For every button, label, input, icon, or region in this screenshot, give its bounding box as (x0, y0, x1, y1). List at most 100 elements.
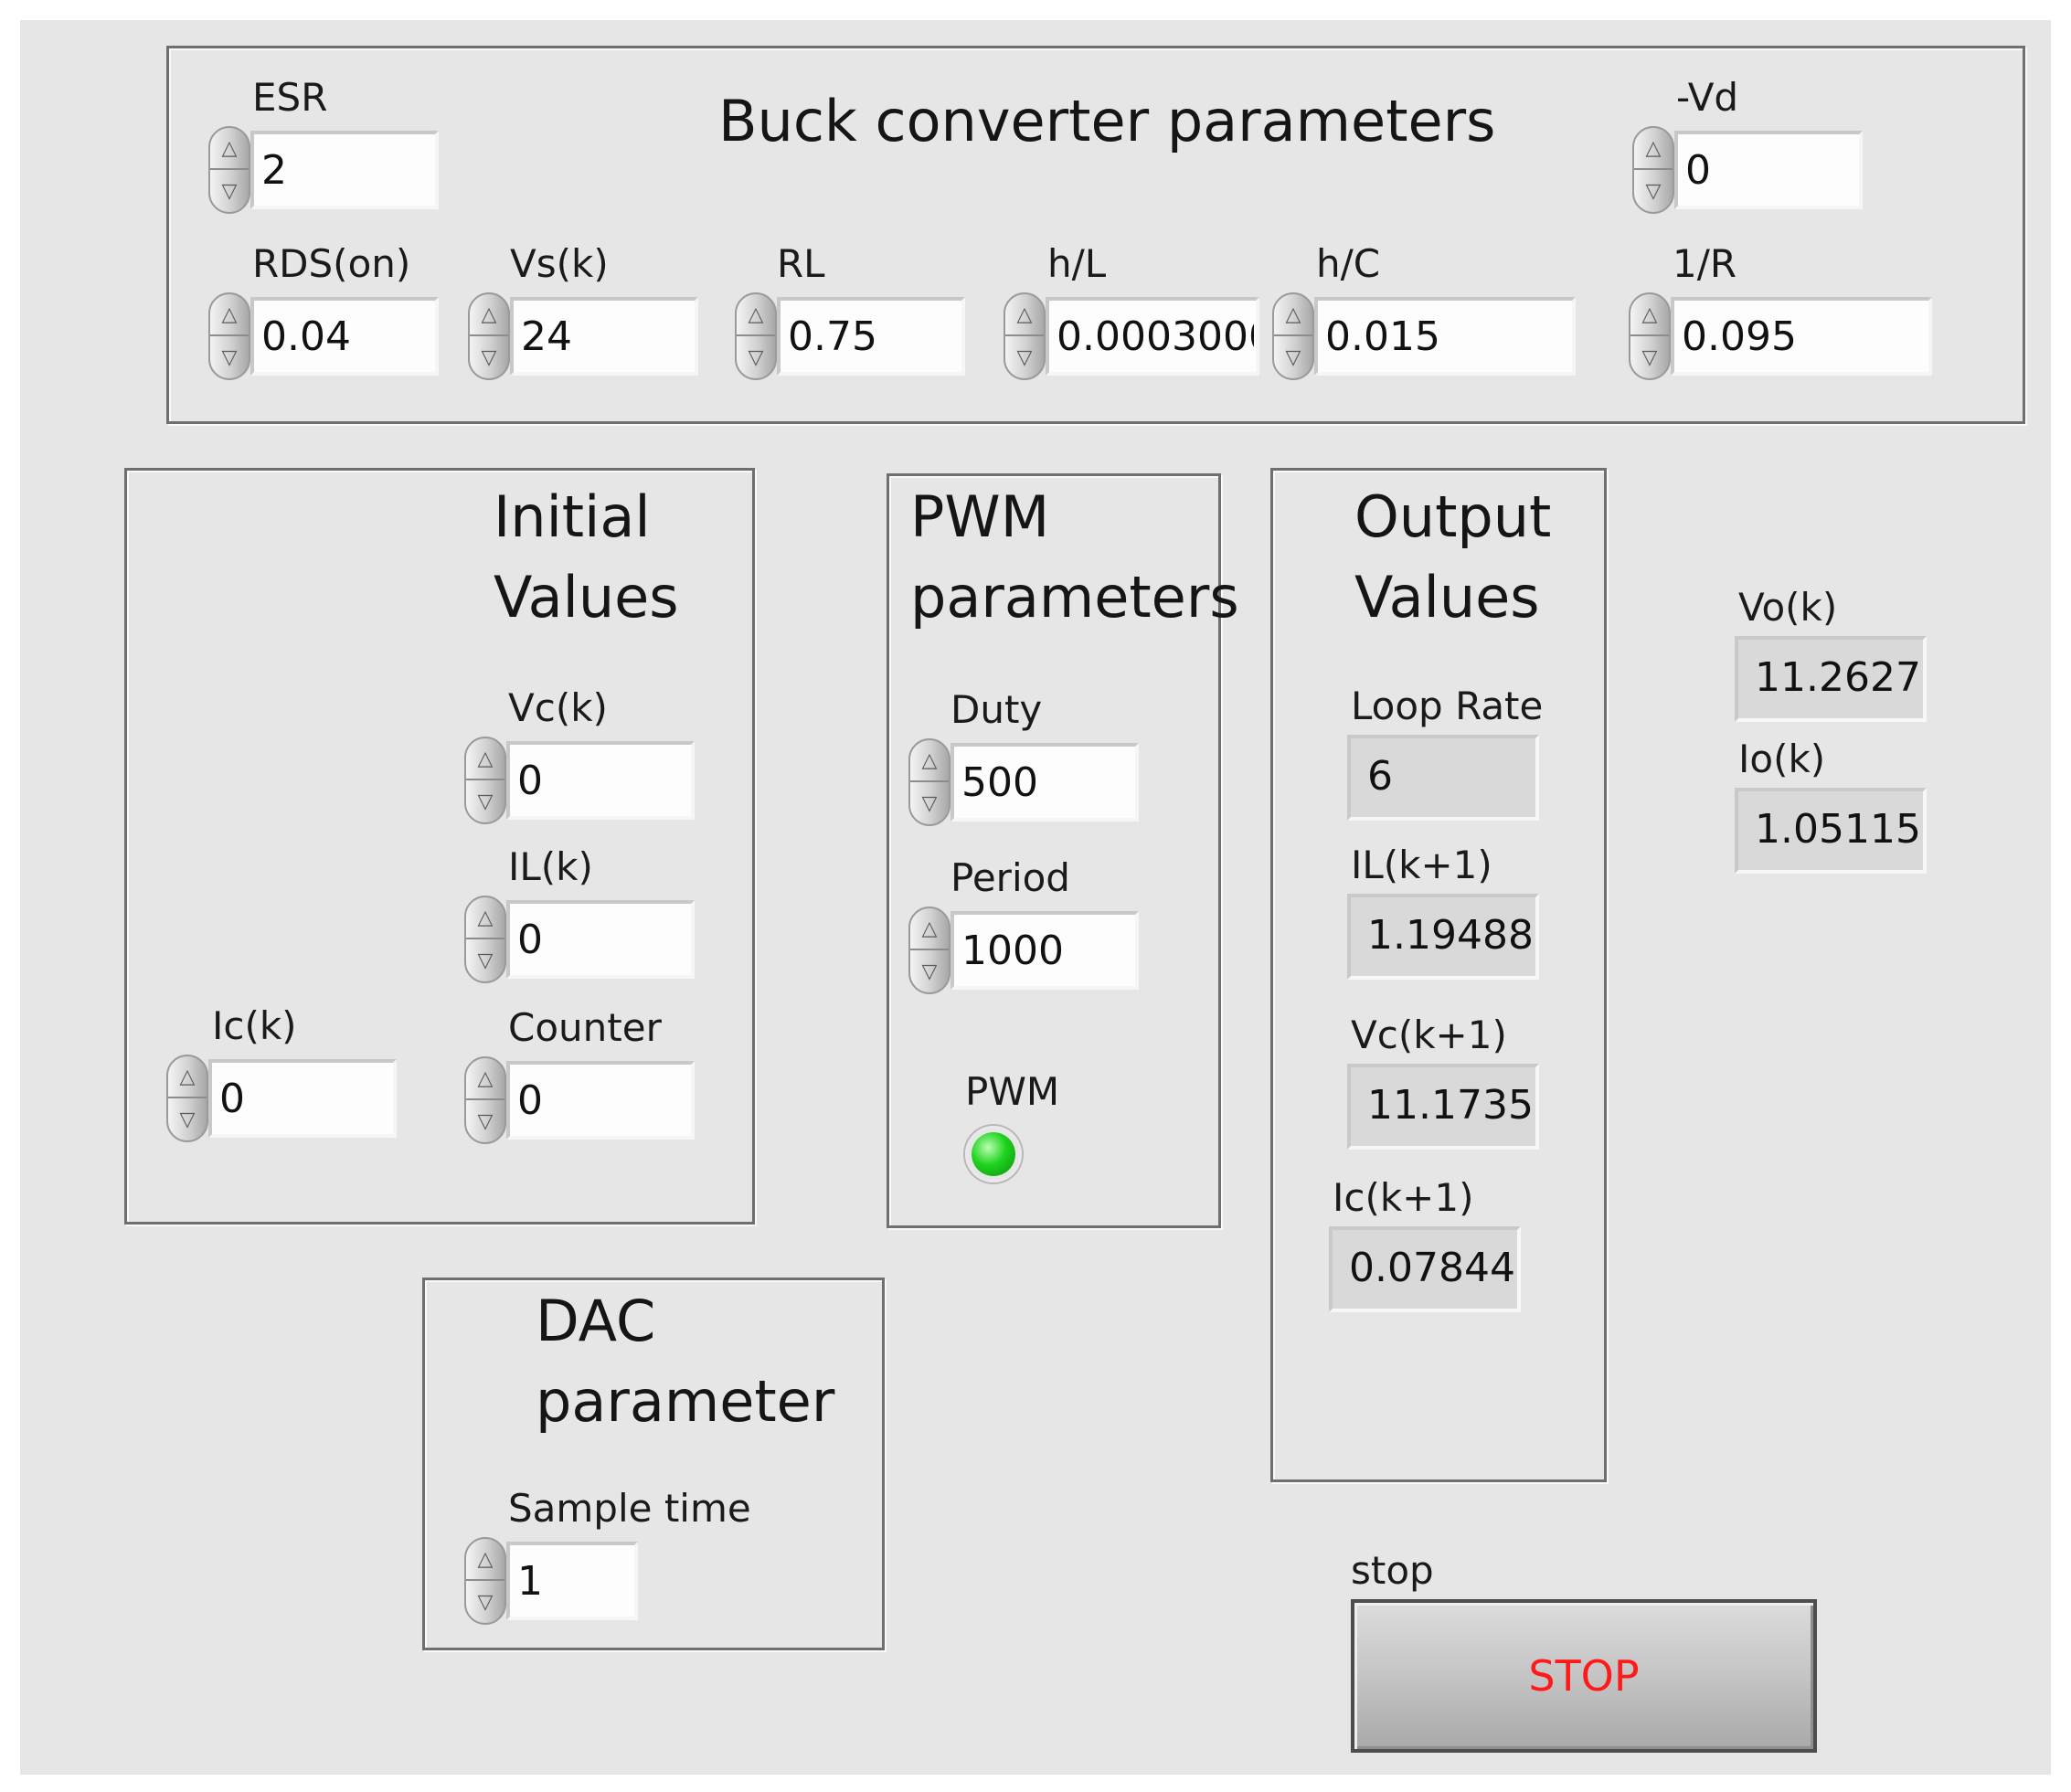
esr-input[interactable] (250, 131, 439, 209)
rds-on-control: △ ▽ (208, 292, 439, 380)
h-over-l-label: h/L (1047, 241, 1107, 286)
vc-k-control: △ ▽ (464, 737, 695, 824)
counter-spinner[interactable]: △ ▽ (464, 1056, 506, 1144)
duty-spinner[interactable]: △ ▽ (908, 738, 951, 826)
increment-arrow-icon[interactable]: △ (210, 128, 249, 170)
increment-arrow-icon[interactable]: △ (168, 1056, 207, 1098)
period-input[interactable] (951, 911, 1139, 990)
decrement-arrow-icon[interactable]: ▽ (477, 1590, 494, 1614)
rl-label: RL (777, 241, 825, 286)
decrement-arrow-icon[interactable]: ▽ (221, 179, 238, 203)
h-over-c-input[interactable] (1314, 297, 1576, 376)
increment-arrow-icon[interactable]: △ (210, 294, 249, 336)
decrement-arrow-icon[interactable]: ▽ (921, 791, 938, 815)
increment-arrow-icon[interactable]: △ (737, 294, 775, 336)
il-k-input[interactable] (506, 900, 695, 979)
increment-arrow-icon[interactable]: △ (1005, 294, 1044, 336)
sample-time-input[interactable] (506, 1542, 638, 1620)
h-over-c-control: △ ▽ (1272, 292, 1576, 380)
counter-label: Counter (508, 1005, 662, 1050)
one-over-r-control: △ ▽ (1629, 292, 1932, 380)
counter-input[interactable] (506, 1061, 695, 1140)
il-k-spinner[interactable]: △ ▽ (464, 896, 506, 983)
pwm-led-indicator (965, 1126, 1022, 1182)
loop-rate-label: Loop Rate (1351, 684, 1544, 728)
decrement-arrow-icon[interactable]: ▽ (477, 790, 494, 813)
h-over-l-input[interactable] (1046, 297, 1259, 376)
rds-on-input[interactable] (250, 297, 439, 376)
pwm-parameters-group (887, 473, 1221, 1228)
vo-k-indicator: 11.2627 (1735, 636, 1927, 722)
stop-button[interactable]: STOP (1351, 1599, 1817, 1753)
ic-next-label: Ic(k+1) (1333, 1175, 1474, 1220)
h-over-c-spinner[interactable]: △ ▽ (1272, 292, 1314, 380)
h-over-c-label: h/C (1316, 241, 1381, 286)
decrement-arrow-icon[interactable]: ▽ (481, 345, 497, 369)
increment-arrow-icon[interactable]: △ (910, 908, 949, 950)
rl-input[interactable] (777, 297, 965, 376)
vc-k-input[interactable] (506, 741, 695, 820)
output-values-group (1270, 468, 1607, 1482)
duty-input[interactable] (951, 743, 1139, 822)
vs-spinner[interactable]: △ ▽ (468, 292, 510, 380)
il-next-indicator: 1.19488 (1347, 894, 1539, 980)
vc-k-label: Vc(k) (508, 685, 608, 730)
decrement-arrow-icon[interactable]: ▽ (1645, 179, 1662, 203)
increment-arrow-icon[interactable]: △ (470, 294, 508, 336)
decrement-arrow-icon[interactable]: ▽ (1285, 345, 1301, 369)
decrement-arrow-icon[interactable]: ▽ (1641, 345, 1658, 369)
decrement-arrow-icon[interactable]: ▽ (179, 1108, 196, 1131)
vs-label: Vs(k) (510, 241, 609, 286)
rl-spinner[interactable]: △ ▽ (735, 292, 777, 380)
decrement-arrow-icon[interactable]: ▽ (748, 345, 764, 369)
ic-k-input[interactable] (208, 1059, 397, 1138)
ic-k-spinner[interactable]: △ ▽ (166, 1055, 208, 1142)
increment-arrow-icon[interactable]: △ (466, 738, 504, 780)
ic-k-control: △ ▽ (166, 1055, 397, 1142)
esr-label: ESR (252, 75, 328, 120)
vd-spinner[interactable]: △ ▽ (1632, 126, 1674, 214)
vs-input[interactable] (510, 297, 698, 376)
decrement-arrow-icon[interactable]: ▽ (1016, 345, 1033, 369)
increment-arrow-icon[interactable]: △ (1274, 294, 1312, 336)
increment-arrow-icon[interactable]: △ (466, 1539, 504, 1581)
buck-converter-group (166, 46, 2025, 424)
vd-control: △ ▽ (1632, 126, 1863, 214)
period-spinner[interactable]: △ ▽ (908, 907, 951, 994)
il-next-label: IL(k+1) (1351, 843, 1492, 887)
stop-label: stop (1351, 1548, 1434, 1593)
decrement-arrow-icon[interactable]: ▽ (477, 949, 494, 972)
period-label: Period (951, 855, 1070, 900)
one-over-r-spinner[interactable]: △ ▽ (1629, 292, 1671, 380)
dac-parameter-title: DAC parameter (536, 1288, 835, 1435)
duty-label: Duty (951, 687, 1043, 732)
vs-control: △ ▽ (468, 292, 698, 380)
initial-values-title: Initial Values (494, 483, 679, 631)
increment-arrow-icon[interactable]: △ (1630, 294, 1669, 336)
decrement-arrow-icon[interactable]: ▽ (221, 345, 238, 369)
sample-time-control: △ ▽ (464, 1537, 638, 1625)
vc-k-spinner[interactable]: △ ▽ (464, 737, 506, 824)
decrement-arrow-icon[interactable]: ▽ (477, 1109, 494, 1133)
period-control: △ ▽ (908, 907, 1139, 994)
stop-button-label: STOP (1528, 1651, 1640, 1701)
increment-arrow-icon[interactable]: △ (466, 897, 504, 939)
h-over-l-control: △ ▽ (1004, 292, 1259, 380)
rds-on-spinner[interactable]: △ ▽ (208, 292, 250, 380)
il-k-control: △ ▽ (464, 896, 695, 983)
initial-values-group (124, 468, 755, 1225)
increment-arrow-icon[interactable]: △ (910, 740, 949, 782)
led-light-icon (972, 1132, 1015, 1176)
one-over-r-input[interactable] (1671, 297, 1932, 376)
front-panel: Buck converter parameters ESR △ ▽ -Vd △ … (20, 20, 2051, 1775)
increment-arrow-icon[interactable]: △ (1634, 128, 1673, 170)
decrement-arrow-icon[interactable]: ▽ (921, 960, 938, 983)
vd-input[interactable] (1674, 131, 1863, 209)
esr-spinner[interactable]: △ ▽ (208, 126, 250, 214)
ic-k-label: Ic(k) (212, 1003, 297, 1048)
vc-next-label: Vc(k+1) (1351, 1013, 1507, 1057)
increment-arrow-icon[interactable]: △ (466, 1058, 504, 1100)
h-over-l-spinner[interactable]: △ ▽ (1004, 292, 1046, 380)
sample-time-spinner[interactable]: △ ▽ (464, 1537, 506, 1625)
io-k-indicator: 1.05115 (1735, 788, 1927, 874)
